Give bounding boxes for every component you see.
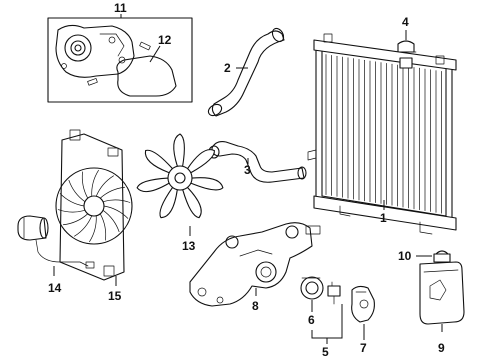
temperature-sensor [327,281,341,305]
thermostat [300,276,324,300]
reservoir-cap [433,250,451,263]
callout-3: 3 [244,163,251,177]
callout-11: 11 [114,1,127,15]
callout-10: 10 [398,249,412,263]
upper-radiator-hose [207,27,285,117]
thermostat-housing [189,222,321,307]
callout-6: 6 [308,313,315,327]
fan-shroud [55,129,133,281]
cooling-fan [136,133,224,219]
callout-4: 4 [402,15,409,29]
callout-5: 5 [322,345,329,359]
leader-5 [311,304,343,339]
callout-12: 12 [158,33,172,47]
coolant-reservoir [419,261,465,325]
callout-13: 13 [182,239,196,253]
callout-2: 2 [224,61,231,75]
callout-9: 9 [438,341,445,355]
callout-1: 1 [380,211,387,225]
fan-motor [17,215,95,269]
callout-14: 14 [48,281,62,295]
coolant-sensor [351,285,375,323]
radiator-cap [395,40,417,53]
lower-radiator-hose [208,141,307,183]
callout-8: 8 [252,299,259,313]
radiator [307,33,457,235]
callout-7: 7 [360,341,367,355]
callout-15: 15 [108,289,122,303]
water-pump-inset [47,16,193,103]
